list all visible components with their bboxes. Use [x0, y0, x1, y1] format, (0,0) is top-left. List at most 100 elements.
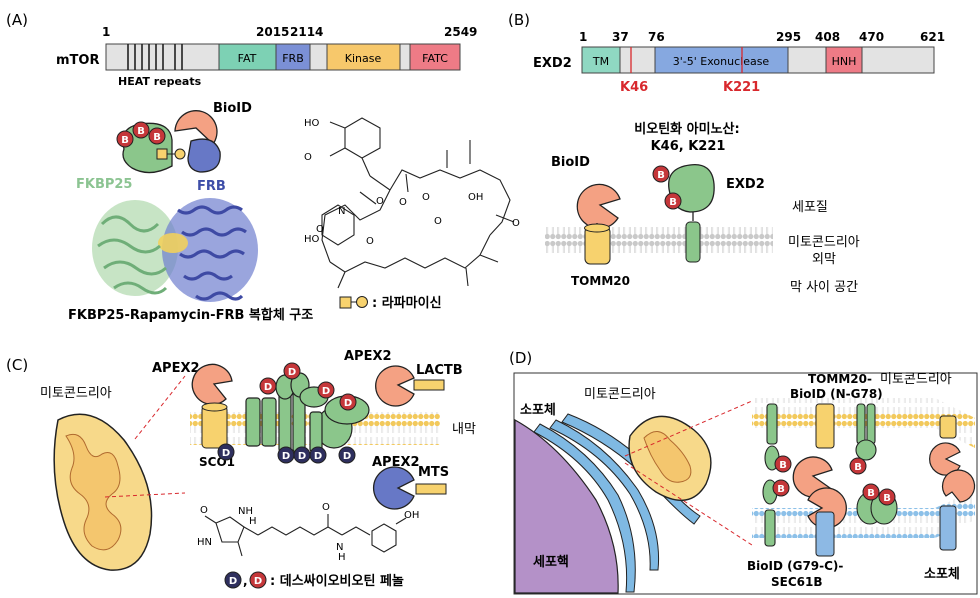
panel-d-tag: (D) [509, 349, 532, 367]
tomm20-cap [584, 223, 610, 233]
sco1-cap [201, 402, 228, 412]
exd2-pos-37: 37 [612, 30, 629, 44]
legend-badge-red: D [254, 576, 262, 587]
chem-o-c1: O [200, 505, 208, 516]
badge-b-d5: B [883, 493, 891, 504]
fatc-label: FATC [422, 52, 448, 65]
complex-caption: FKBP25-Rapamycin-FRB 복합체 구조 [68, 307, 313, 323]
chem-n-c: N [336, 542, 343, 553]
exd2-cartoon-label: EXD2 [726, 177, 765, 192]
badge-b-a1: B [121, 135, 129, 146]
badge-b-b2: B [669, 197, 677, 208]
exd2-pos-408: 408 [815, 30, 840, 44]
cytoplasm-label: 세포질 [792, 200, 828, 215]
mts-rect [415, 483, 447, 495]
apex2-pacman-mts [373, 466, 415, 510]
badge-d-c3: D [322, 386, 330, 397]
rapamycin-circle [174, 148, 186, 160]
dbp-structure [204, 514, 407, 557]
mts-label: MTS [418, 465, 449, 480]
badge-d-c6: D [282, 451, 290, 462]
badge-b-a2: B [137, 126, 145, 137]
omm-label-1: 미토콘드리아 [788, 235, 860, 250]
lactb-rect [413, 379, 445, 391]
biotin-title: 비오틴화 아미노산: [634, 121, 739, 137]
lactb-label: LACTB [416, 363, 463, 378]
dbp-legend-label: : 데스싸이오비오틴 페놀 [270, 573, 404, 589]
apex2-pacman-top [375, 365, 415, 407]
chem-o-a8: O [434, 216, 442, 227]
panel-b: (B) 1 37 76 295 408 470 621 EXD2 TM 3'-5… [508, 11, 945, 295]
green-complex-c [245, 372, 370, 453]
chem-h-c: H [249, 516, 257, 527]
hnh-label: HNH [832, 55, 857, 68]
rapamycin-legend-circle [356, 296, 368, 308]
panel-d-frame [513, 372, 978, 595]
ims-label: 막 사이 공간 [790, 280, 858, 295]
exd2-pos-295: 295 [776, 30, 801, 44]
apex2-top-label: APEX2 [344, 349, 392, 364]
crystal-structure [92, 198, 258, 302]
rapamycin-legend-square [339, 296, 352, 309]
sco1-cylinder [201, 405, 228, 449]
badge-group-a: B B B [116, 121, 166, 148]
badge-b-d1: B [779, 460, 787, 471]
mito-label-c: 미토콘드리아 [40, 386, 112, 401]
chem-o-a2: O [376, 196, 384, 207]
omm-label-2: 외막 [812, 252, 836, 267]
chem-o-a4: O [422, 192, 430, 203]
badge-d-c5: D [222, 448, 230, 459]
tomm20-label-d2: BioID (N-G78) [790, 387, 883, 401]
kinase-label: Kinase [345, 52, 382, 65]
exd2-tm-cylinder [685, 221, 701, 263]
fat-label: FAT [238, 52, 257, 65]
panel-c-tag: (C) [6, 356, 28, 374]
bioid-sec61b-label-2: SEC61B [771, 575, 823, 589]
bioid-label-a: BioID [213, 101, 252, 116]
rapamycin-structure [321, 117, 515, 289]
tomm20-cylinder-d [815, 403, 835, 449]
tomm20-label: TOMM20 [571, 274, 630, 288]
rapamycin-legend-label: : 라파마이신 [372, 295, 442, 311]
rapamycin-square [156, 148, 168, 160]
badge-b-a3: B [153, 132, 161, 143]
chem-o-a5: O [512, 218, 520, 229]
tm-domain [581, 46, 621, 74]
fkbp25-label: FKBP25 [76, 177, 132, 192]
hnh-domain [825, 46, 863, 74]
sec61b-cylinder [815, 511, 835, 557]
exonuclease-label: 3'-5' Exonuclease [673, 55, 770, 68]
nucleus-label: 세포핵 [533, 554, 569, 570]
chem-o-a6: O [316, 224, 324, 235]
panel-b-tag: (B) [508, 11, 530, 29]
badge-b-d2: B [777, 484, 785, 495]
exd2-pos-1: 1 [579, 30, 587, 44]
chem-o-a7: O [366, 236, 374, 247]
badge-d-c9: D [343, 451, 351, 462]
k221-label: K221 [723, 80, 760, 95]
mito-cristae-d [643, 431, 692, 483]
frb-domain [275, 43, 311, 71]
badges-d-c: D D D D D D D D D [217, 362, 357, 464]
er-label-d: 소포체 [520, 403, 556, 418]
chem-oh-c: OH [404, 510, 419, 521]
legend-badge-red-shape [249, 571, 267, 589]
legend-sep: , [243, 574, 248, 588]
panel-c: (C) 미토콘드리아 내막 APEX2 SCO1 D D [6, 349, 476, 589]
apex2-left-label: APEX2 [152, 361, 200, 376]
zoom-line-c2 [134, 375, 186, 440]
mtor-pos-1: 1 [102, 25, 110, 39]
heat-repeat-lines [127, 44, 183, 70]
badge-d-c7: D [298, 451, 306, 462]
frb-domain-label: FRB [282, 52, 304, 65]
panel-a: (A) 1 2015 2114 2549 mTOR FAT FRB Kinase… [6, 11, 520, 323]
legend-badge-dark-shape [224, 571, 242, 589]
mtor-pos-2114: 2114 [290, 25, 323, 39]
mito-right-label: 미토콘드리아 [880, 372, 952, 387]
mtor-pos-2015: 2015 [256, 25, 289, 39]
panel-d: (D) 소포체 세포핵 미토콘드리아 TOMM20- BioID (N-G78)… [509, 349, 978, 595]
chem-ho-a2: HO [304, 234, 320, 245]
sec61b-right [939, 505, 957, 551]
